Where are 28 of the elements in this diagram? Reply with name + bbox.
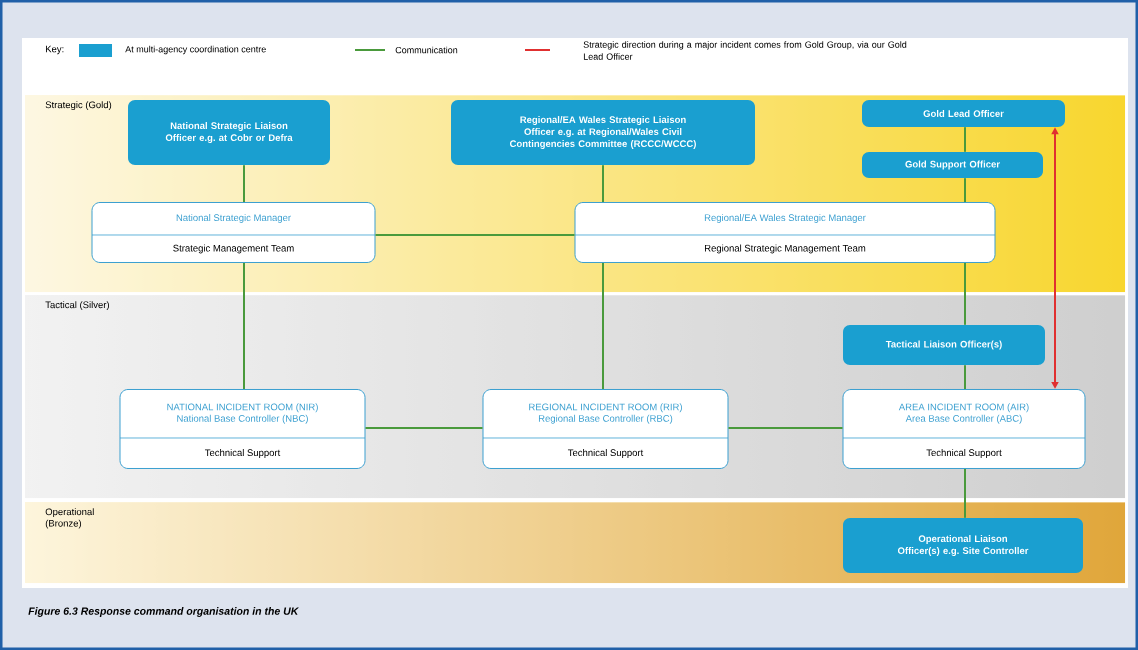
connector-line [964, 364, 966, 390]
officer-box: Tactical Liaison Officer(s) [843, 325, 1045, 365]
two-part-box: REGIONAL INCIDENT ROOM (RIR) Regional Base Controller (RBC) Technical Support [482, 389, 729, 469]
legend-text: Strategic direction during a major incident comes from Gold Group, via our Gold Lead Officer [583, 41, 907, 60]
connector-line [374, 234, 576, 236]
connector-line [964, 468, 966, 519]
connector-line [727, 427, 844, 429]
connector-line [602, 262, 604, 390]
officer-box: Operational Liaison Officer(s) e.g. Site Controller [843, 518, 1083, 573]
key-label: Key: [46, 45, 64, 55]
legend-text: At multi-agency coordination centre [125, 45, 266, 55]
connector-line [243, 262, 245, 390]
connector-line [964, 262, 966, 326]
officer-box: Regional/EA Wales Strategic Liaison Officer e.g. at Regional/Wales Civil Contingencies Committee (RCCC/WCCC) [451, 100, 755, 165]
two-part-box: Regional/EA Wales Strategic Manager Regional Strategic Management Team [574, 202, 996, 263]
two-part-box: AREA INCIDENT ROOM (AIR) Area Base Controller (ABC) Technical Support [842, 389, 1086, 469]
connector-line [243, 164, 245, 203]
officer-box: Gold Lead Officer [862, 100, 1065, 127]
officer-box: National Strategic Liaison Officer e.g. at Cobr or Defra [128, 100, 330, 165]
two-part-box: NATIONAL INCIDENT ROOM (NIR) National Base Controller (NBC) Technical Support [119, 389, 366, 469]
two-part-box: National Strategic Manager Strategic Management Team [91, 202, 376, 263]
connector-line [964, 177, 966, 203]
officer-box: Gold Support Officer [862, 152, 1043, 178]
connector-line [602, 164, 604, 203]
figure-caption: Figure 6.3 Response command organisation in the UK [28, 607, 299, 617]
connector-line [364, 427, 484, 429]
connector-line [964, 126, 966, 153]
legend-text: Communication [395, 46, 458, 54]
